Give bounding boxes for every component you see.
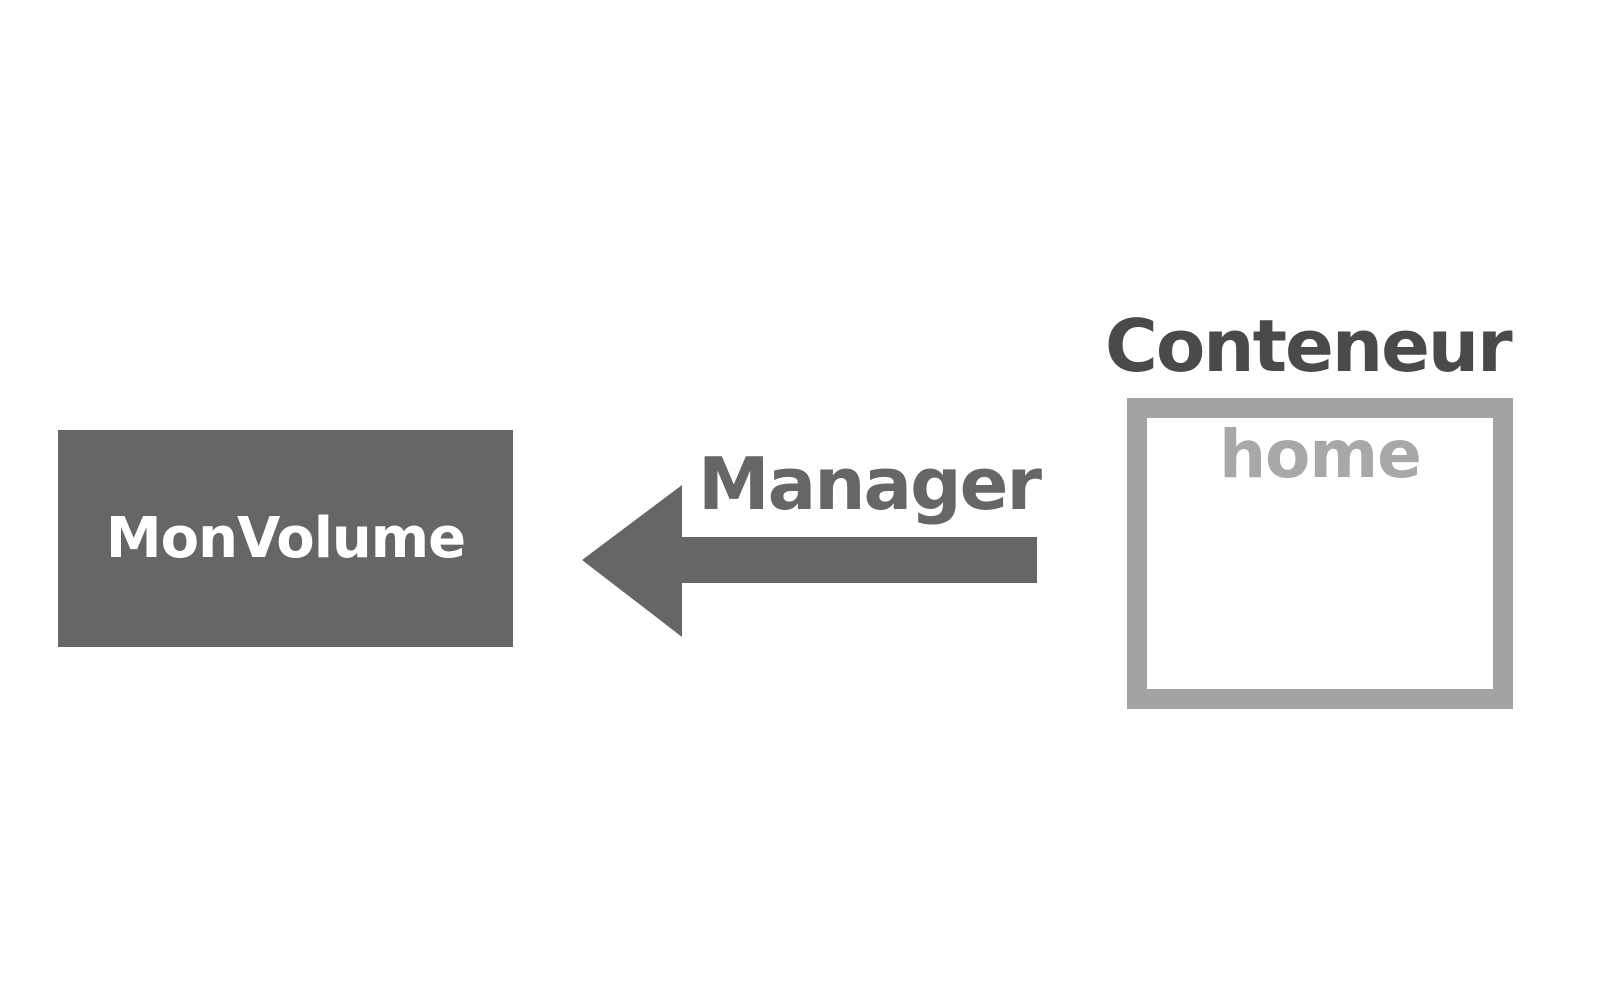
container-title: Conteneur — [1105, 304, 1513, 388]
manager-label: Manager — [698, 442, 1042, 526]
volume-node: MonVolume — [58, 430, 513, 647]
home-label: home — [1219, 416, 1422, 493]
volume-label: MonVolume — [105, 506, 466, 571]
left-arrow-icon — [582, 485, 1037, 637]
manager-arrow — [582, 485, 1037, 637]
container-node: home — [1127, 398, 1513, 709]
